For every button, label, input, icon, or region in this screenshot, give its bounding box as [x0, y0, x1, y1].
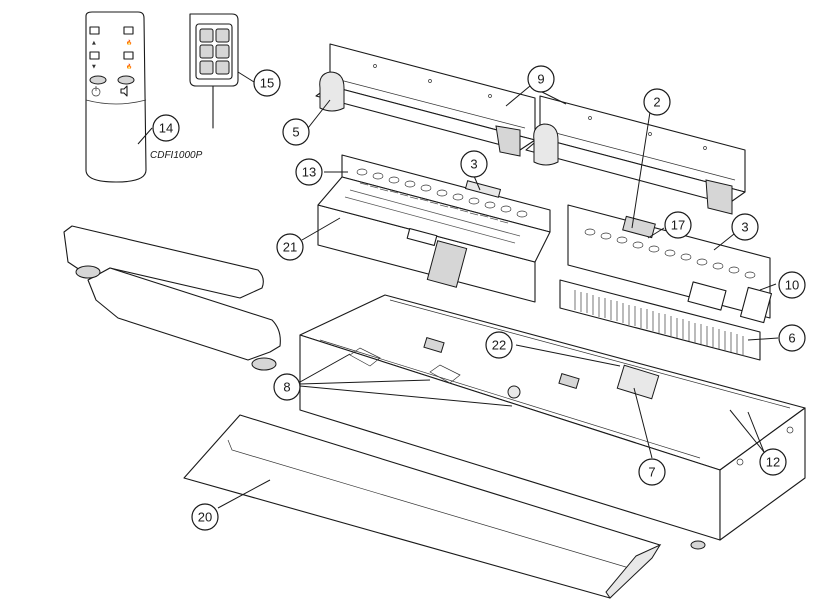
model-label: CDFI1000P	[150, 150, 203, 161]
callout-5: 5	[282, 118, 310, 146]
svg-text:9: 9	[537, 72, 544, 87]
callout-3-upper: 3	[460, 150, 488, 178]
ember-light-tray-left	[315, 43, 536, 157]
svg-text:5: 5	[292, 125, 299, 140]
callout-12: 12	[759, 448, 787, 476]
svg-text:14: 14	[159, 121, 173, 136]
callout-20: 20	[191, 503, 219, 531]
front-glass-panel	[183, 414, 662, 599]
volume-icon	[120, 85, 128, 97]
callout-13: 13	[295, 158, 323, 186]
svg-text:7: 7	[648, 465, 655, 480]
svg-text:8: 8	[283, 380, 290, 395]
svg-text:10: 10	[785, 278, 799, 293]
svg-text:13: 13	[302, 165, 316, 180]
callout-17: 17	[664, 211, 692, 239]
callout-2: 2	[643, 88, 671, 116]
flame-rotor-assembly	[317, 154, 551, 303]
svg-text:21: 21	[283, 240, 297, 255]
callout-15: 15	[253, 69, 281, 97]
leader-lines	[137, 71, 779, 509]
callout-10: 10	[778, 271, 806, 299]
main-chassis	[299, 294, 806, 550]
svg-text:12: 12	[766, 455, 780, 470]
callout-22: 22	[485, 331, 513, 359]
callout-9: 9	[527, 65, 555, 93]
callout-7: 7	[638, 458, 666, 486]
svg-text:17: 17	[671, 218, 685, 233]
svg-text:▼: ▼	[92, 64, 96, 70]
svg-text:3: 3	[741, 220, 748, 235]
callout-3-right: 3	[731, 213, 759, 241]
callout-6: 6	[778, 324, 806, 352]
power-icon	[91, 86, 101, 97]
svg-text:20: 20	[198, 510, 212, 525]
heater-assembly	[559, 204, 773, 361]
svg-text:▲: ▲	[92, 40, 96, 46]
wall-control-panel	[189, 13, 239, 129]
callout-8: 8	[273, 373, 301, 401]
callout-14: 14	[152, 114, 180, 142]
svg-text:3: 3	[470, 157, 477, 172]
left-side-trim	[63, 225, 281, 371]
svg-text:15: 15	[260, 76, 274, 91]
callout-21: 21	[276, 233, 304, 261]
svg-text:2: 2	[653, 95, 660, 110]
remote-control: ▲ 🔥 ▼ 🔥	[85, 11, 147, 183]
svg-text:6: 6	[788, 331, 795, 346]
svg-text:🔥: 🔥	[126, 63, 132, 70]
svg-text:🔥: 🔥	[126, 39, 132, 46]
svg-text:22: 22	[492, 338, 506, 353]
ember-light-tray-right	[525, 95, 746, 215]
